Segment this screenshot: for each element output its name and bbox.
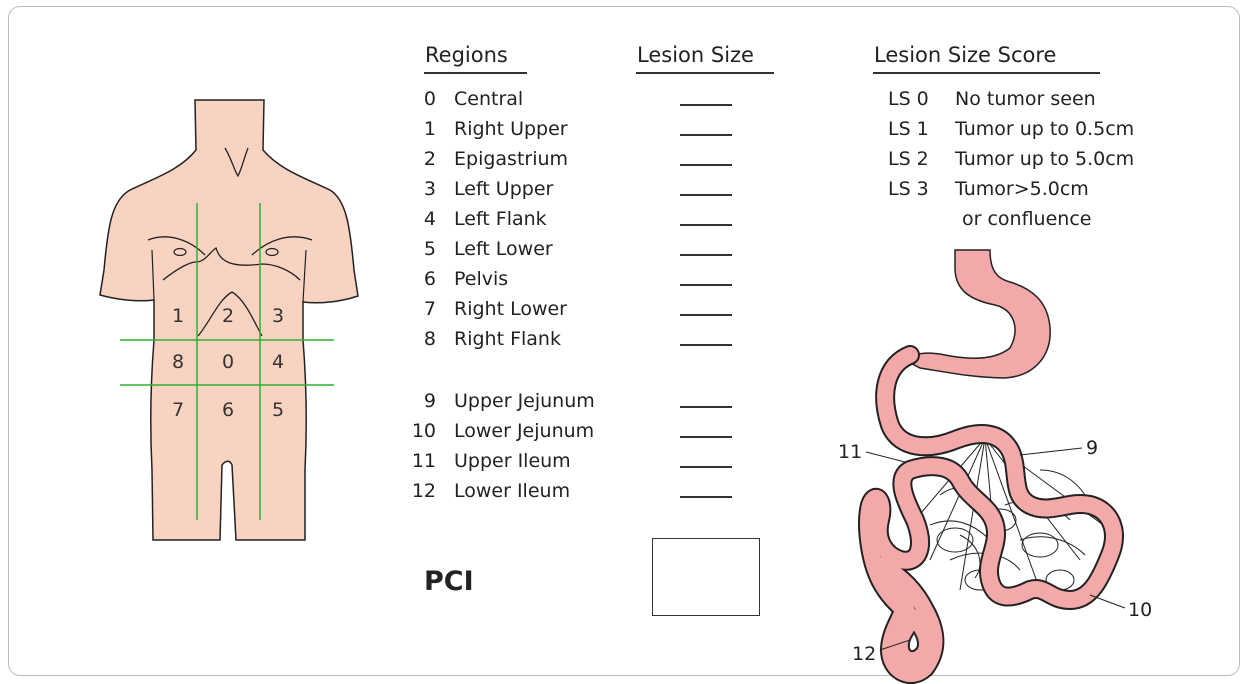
callout-label-10: 10 (1128, 599, 1152, 621)
callout-line-11 (866, 452, 905, 462)
callout-label-9: 9 (1086, 437, 1098, 459)
callout-label-12: 12 (852, 643, 876, 665)
callout-line-9 (1020, 448, 1082, 455)
callout-label-11: 11 (838, 441, 862, 463)
stomach (905, 250, 1050, 378)
callout-line-10 (1090, 595, 1125, 608)
